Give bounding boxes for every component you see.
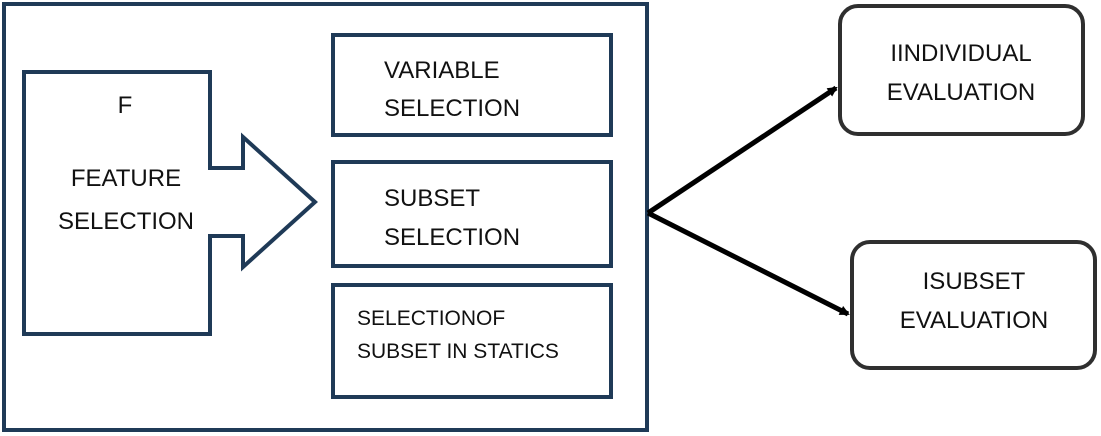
- variable-selection-line1: VARIABLE: [384, 57, 500, 84]
- subset-evaluation-line2: EVALUATION: [900, 307, 1048, 334]
- subset-selection-rect: [331, 160, 613, 268]
- feature-arrow-shape: [22, 70, 318, 336]
- subset-selection-line1: SUBSET: [384, 185, 480, 212]
- connector-to-individual-evaluation: [646, 85, 838, 216]
- feature-arrow-title: FEATURE: [71, 165, 181, 192]
- variable-selection-rect: [331, 33, 613, 137]
- selection-of-subset-rect: [331, 283, 613, 399]
- subset-selection-line2: SELECTION: [384, 224, 520, 251]
- individual-evaluation-line2: EVALUATION: [887, 79, 1035, 106]
- subset-evaluation-line1: ISUBSET: [923, 268, 1026, 295]
- feature-arrow-letter: F: [118, 92, 133, 119]
- connector-to-subset-evaluation: [646, 210, 850, 317]
- individual-evaluation-rect: [838, 4, 1085, 136]
- subset-selection-box: SUBSET SELECTION: [331, 160, 613, 268]
- subset-evaluation-box: ISUBSET EVALUATION: [850, 240, 1097, 370]
- subset-evaluation-rect: [850, 240, 1097, 370]
- selection-of-subset-line1: SELECTIONOF: [357, 307, 505, 330]
- feature-arrow-subtitle: SELECTION: [58, 208, 194, 235]
- variable-selection-line2: SELECTION: [384, 95, 520, 122]
- individual-evaluation-box: IINDIVIDUAL EVALUATION: [838, 4, 1085, 136]
- selection-of-subset-line2: SUBSET IN STATICS: [357, 340, 559, 363]
- selection-of-subset-box: SELECTIONOF SUBSET IN STATICS: [331, 283, 613, 399]
- individual-evaluation-line1: IINDIVIDUAL: [890, 40, 1031, 67]
- variable-selection-box: VARIABLE SELECTION: [331, 33, 613, 137]
- feature-selection-arrow: F FEATURE SELECTION: [22, 70, 318, 336]
